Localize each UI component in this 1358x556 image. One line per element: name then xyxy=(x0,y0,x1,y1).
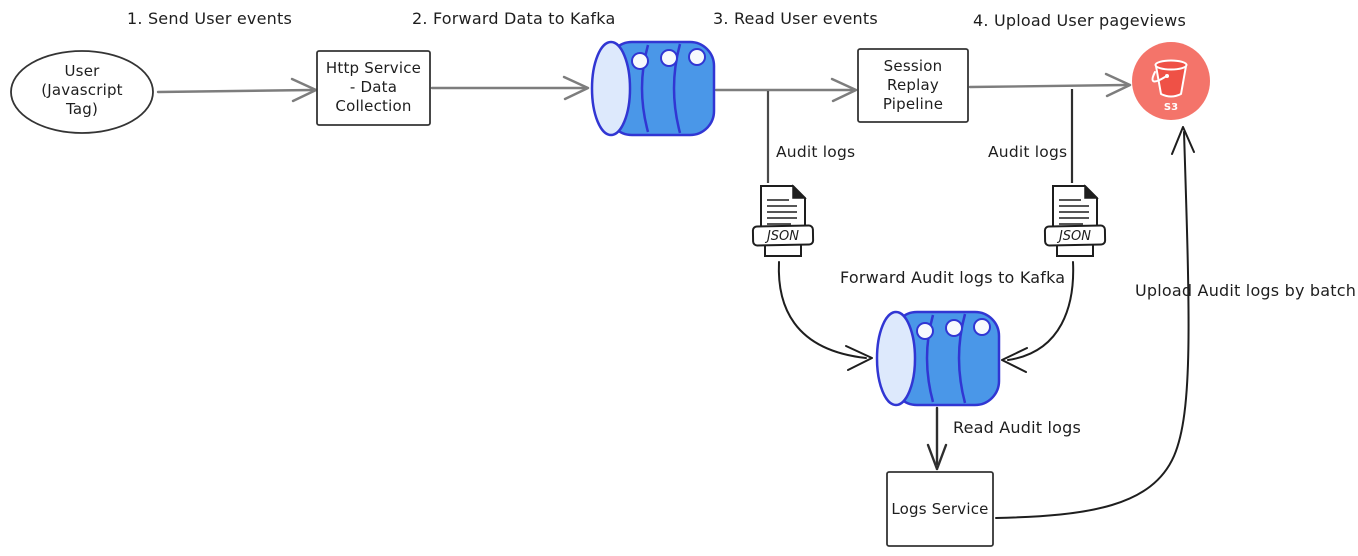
arrow-user-to-http xyxy=(156,77,318,103)
upload-batch-label: Upload Audit logs by batch xyxy=(1135,281,1357,300)
http-service-node-shape xyxy=(316,50,431,126)
session-replay-node-label: Session Replay Pipeline xyxy=(882,57,944,113)
arrow-session-to-s3 xyxy=(968,72,1132,98)
session-replay-node-shape xyxy=(857,48,969,123)
step1-label: 1. Send User events xyxy=(127,9,292,28)
logs-service-node-label: Logs Service xyxy=(891,500,989,518)
audit-logs-right-label: Audit logs xyxy=(988,143,1068,161)
arrow-logs-to-s3 xyxy=(995,126,1195,519)
s3-label: S3 xyxy=(1164,102,1178,113)
json-file-icon: JSON xyxy=(751,184,815,257)
json-file-label: JSON xyxy=(764,229,799,244)
json-file-icon: JSON xyxy=(1043,184,1107,257)
arrow-http-to-kafka xyxy=(430,75,590,101)
step3-label: 3. Read User events xyxy=(713,9,878,28)
step2-label: 2. Forward Data to Kafka xyxy=(412,9,616,28)
user-node-label: User (Javascript Tag) xyxy=(41,62,123,118)
json-file-label: JSON xyxy=(1056,229,1091,244)
arrow-json-right-to-kafka xyxy=(1001,261,1075,373)
arrow-kafka-to-logs xyxy=(926,406,948,471)
s3-bucket-icon: S3 xyxy=(1132,42,1210,120)
step4-label: 4. Upload User pageviews xyxy=(973,11,1186,30)
kafka-cylinder-icon xyxy=(875,310,1001,407)
audit-logs-left-label: Audit logs xyxy=(776,143,856,161)
user-node-shape xyxy=(10,50,154,134)
logs-service-node-shape xyxy=(886,471,994,547)
read-audit-label: Read Audit logs xyxy=(953,418,1082,437)
http-service-node-label: Http Service - Data Collection xyxy=(325,59,422,115)
arrow-kafka-to-session xyxy=(714,77,858,103)
arrow-json-left-to-kafka xyxy=(777,261,873,371)
forward-audit-label: Forward Audit logs to Kafka xyxy=(840,268,1066,287)
kafka-cylinder-icon xyxy=(590,40,716,137)
